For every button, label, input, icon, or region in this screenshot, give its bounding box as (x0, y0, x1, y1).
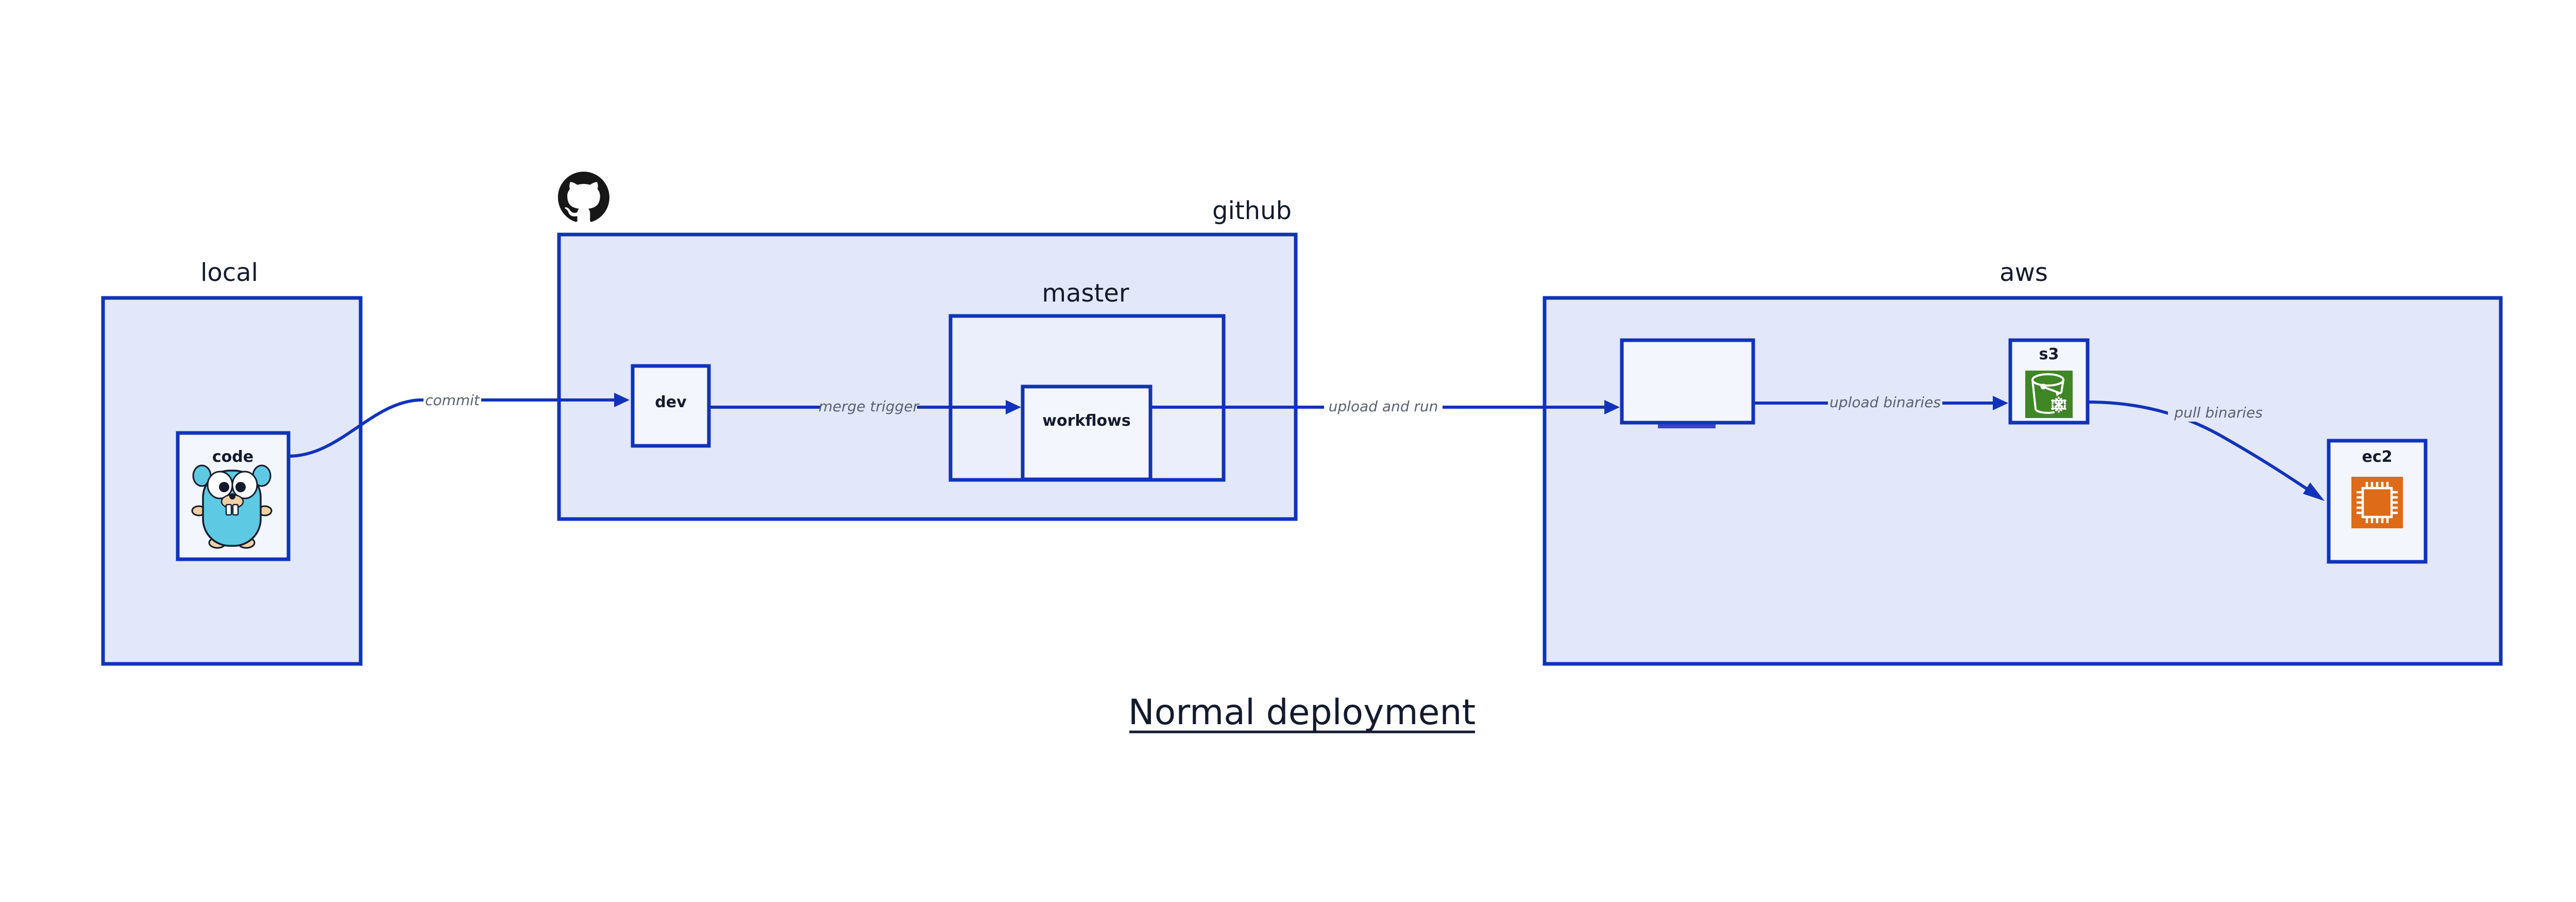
edge-pull-binaries-line (2087, 400, 2318, 497)
github-octocat-logo (558, 172, 609, 222)
node-s3[interactable]: s3 (2008, 338, 2090, 425)
node-dev[interactable]: dev (631, 364, 711, 448)
edge-upload-and-run-arrowhead (1604, 400, 1620, 414)
edge-merge-trigger[interactable]: merge trigger (709, 398, 1021, 415)
node-workflows-rect[interactable] (1021, 385, 1153, 481)
node-workflows[interactable]: workflows (1021, 385, 1153, 481)
edge-merge-trigger-arrowhead (1006, 400, 1021, 414)
group-local-label: local (200, 258, 258, 287)
edge-upload-binaries-label: upload binaries (1829, 394, 1941, 411)
group-github-label: github (1212, 196, 1292, 225)
edge-upload-and-run-label: upload and run (1329, 398, 1438, 415)
edge-upload-binaries-arrowhead (1993, 396, 2008, 410)
edge-upload-and-run[interactable]: upload and run (1150, 398, 1620, 415)
edge-commit[interactable]: commit (288, 392, 630, 458)
edge-upload-and-run-label-bg (1324, 398, 1443, 415)
edge-commit-label: commit (425, 392, 480, 409)
node-dev-label: dev (655, 393, 687, 411)
diagram-title-text: Normal deployment (1128, 692, 1476, 733)
edge-pull-binaries-label: pull binaries (2174, 404, 2263, 421)
edge-pull-binaries[interactable]: pull binaries (2087, 400, 2325, 501)
group-aws-label: aws (1999, 258, 2048, 287)
edge-commit-arrowhead (614, 393, 630, 407)
edge-commit-line (288, 398, 623, 458)
edge-pull-binaries-arrowhead (2303, 482, 2325, 501)
aws-ec2-chip-icon (2351, 477, 2403, 528)
group-master-label: master (1042, 279, 1129, 308)
node-builders[interactable]: builders (1620, 338, 1755, 428)
edge-upload-binaries[interactable]: upload binaries (1753, 394, 2008, 411)
node-ec2-label: ec2 (2362, 448, 2392, 466)
node-builders-frame[interactable] (1620, 338, 1755, 425)
node-ec2[interactable]: ec2 (2327, 439, 2428, 564)
edge-merge-trigger-label: merge trigger (819, 398, 920, 415)
aws-s3-bucket-icon (2024, 370, 2074, 419)
node-dev-rect[interactable] (631, 364, 711, 448)
edge-pull-binaries-label-bg (2168, 404, 2269, 422)
node-code[interactable]: code (176, 431, 291, 561)
edge-merge-trigger-label-bg (820, 398, 917, 415)
node-s3-label: s3 (2039, 345, 2059, 363)
edge-commit-label-bg (423, 392, 481, 409)
node-code-label: code (212, 448, 253, 466)
node-workflows-label: workflows (1042, 412, 1131, 430)
diagram-title: Normal deployment (1128, 692, 1476, 733)
edge-upload-binaries-label-bg (1828, 394, 1942, 411)
